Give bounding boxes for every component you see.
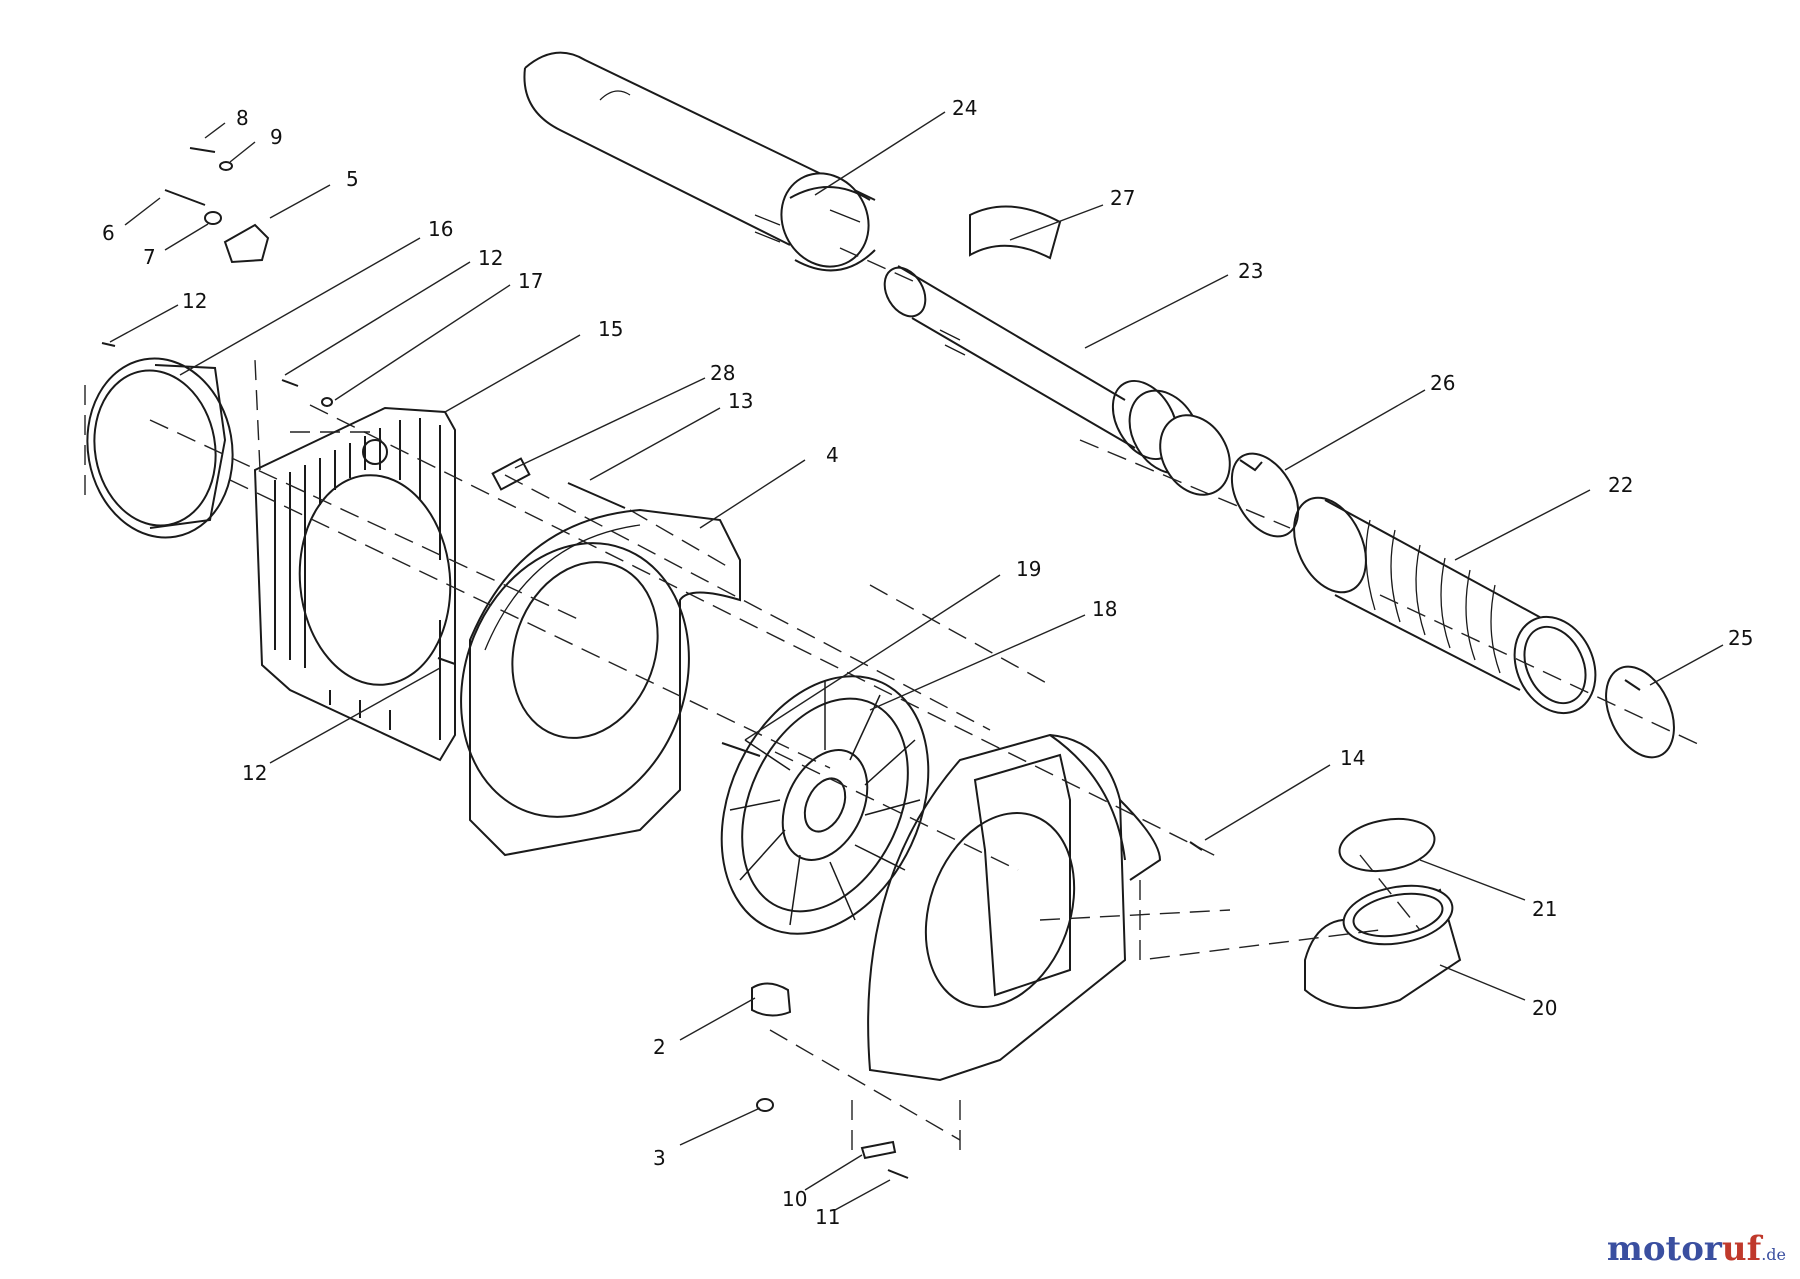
nut-3 [756, 1098, 774, 1112]
watermark-main: motor [1606, 1229, 1722, 1269]
hose-clamp-26 [1230, 452, 1300, 538]
callout-13: 13 [728, 389, 753, 413]
assembly-lines [84, 247, 1701, 1160]
watermark-accent: uf [1721, 1229, 1762, 1269]
callout-23: 23 [1238, 259, 1263, 283]
callout-25: 25 [1728, 626, 1753, 650]
elbow-20 [1304, 884, 1462, 1009]
screw-12 [101, 342, 456, 665]
washer-9 [219, 161, 233, 171]
callout-12: 12 [478, 246, 503, 270]
leader-lines [109, 111, 1724, 1211]
watermark-suffix: .de [1761, 1245, 1786, 1264]
callout-10: 10 [782, 1187, 807, 1211]
screw-6 [164, 189, 206, 206]
callout-17: 17 [518, 269, 543, 293]
plug-2 [751, 982, 792, 1017]
callout-14: 14 [1340, 746, 1365, 770]
hose-clamp-25 [1605, 665, 1675, 759]
callout-19: 19 [1016, 557, 1041, 581]
callout-7: 7 [143, 245, 156, 269]
label-28 [491, 457, 531, 491]
callout-27: 27 [1110, 186, 1135, 210]
callout-28: 28 [710, 361, 735, 385]
screw-13 [567, 482, 626, 509]
callout-15: 15 [598, 317, 623, 341]
callout-24: 24 [952, 96, 977, 120]
callout-2: 2 [653, 1035, 666, 1059]
fan-cover-ring-16 [86, 357, 234, 539]
clip-10 [860, 1140, 897, 1160]
callout-11: 11 [815, 1205, 840, 1229]
washer-17 [321, 397, 333, 407]
callout-9: 9 [270, 125, 283, 149]
callout-20: 20 [1532, 996, 1557, 1020]
callout-5: 5 [346, 167, 359, 191]
flex-hose-22 [1293, 496, 1597, 715]
callout-16: 16 [428, 217, 453, 241]
callout-6: 6 [102, 221, 115, 245]
callout-4: 4 [826, 443, 839, 467]
housing-cover-4 [460, 508, 741, 857]
callout-numbers: 8 9 5 6 7 16 12 17 12 15 28 13 4 24 27 2… [102, 96, 1753, 1229]
callout-12: 12 [182, 289, 207, 313]
callout-22: 22 [1608, 473, 1633, 497]
tube-23 [883, 265, 1231, 496]
callout-18: 18 [1092, 597, 1117, 621]
impeller-fan-18 [720, 675, 930, 935]
callout-12: 12 [242, 761, 267, 785]
callout-8: 8 [236, 106, 249, 130]
watermark-logo: motoruf.de [1607, 1229, 1786, 1269]
blower-tube-24 [523, 51, 876, 272]
screw-19 [721, 742, 761, 757]
callout-3: 3 [653, 1146, 666, 1170]
grille-panel-15 [253, 406, 456, 762]
screw-8 [189, 147, 216, 153]
callout-26: 26 [1430, 371, 1455, 395]
washer-7 [204, 211, 222, 225]
callout-21: 21 [1532, 897, 1557, 921]
o-ring-21 [1338, 818, 1436, 872]
front-housing [867, 733, 1162, 1082]
heat-shield-27 [969, 205, 1062, 260]
screw-11 [887, 1169, 909, 1179]
engine-mount-5 [223, 223, 270, 264]
